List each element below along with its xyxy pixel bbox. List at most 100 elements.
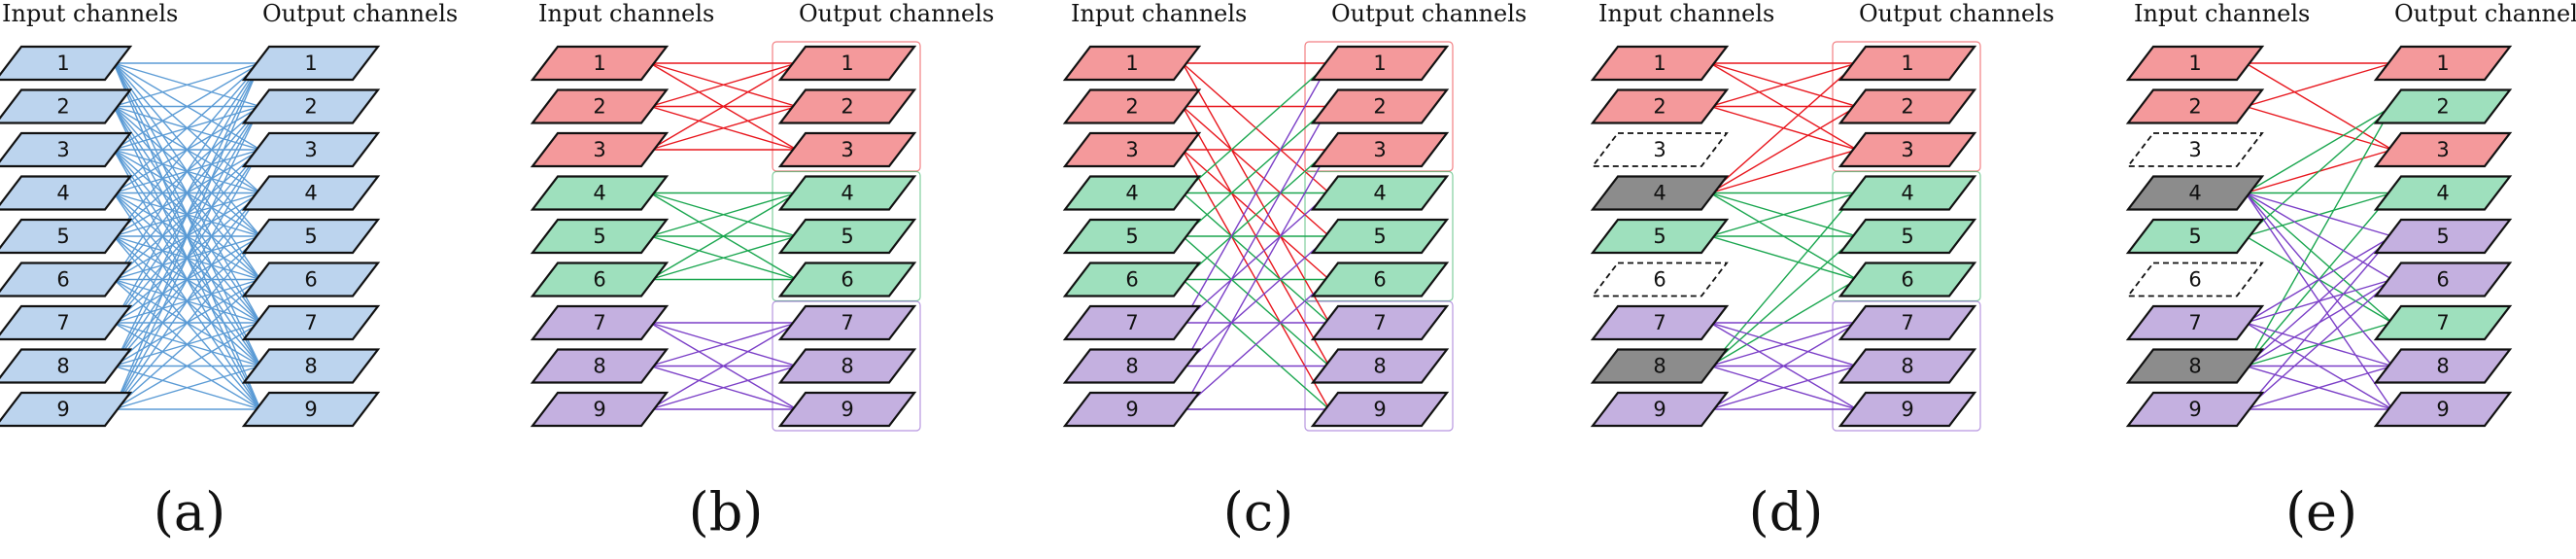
connection-line [2245,365,2393,410]
output-channel-label: 6 [1901,268,1913,292]
input-channel-label: 9 [56,398,69,421]
output-channel-label: 5 [1373,225,1386,248]
input-channel-label: 5 [56,225,69,248]
connection-line [2245,192,2393,324]
connection-line [2245,62,2393,151]
output-channel-3 [777,131,917,168]
input-channel-6 [1591,262,1729,297]
output-channel-label: 9 [1901,398,1913,421]
output-channel-label: 3 [304,138,317,161]
panel-caption: (c) [1223,481,1293,542]
connection-line [2245,192,2393,281]
input-channel-label: 3 [593,138,605,161]
input-channel-6 [1062,262,1202,297]
output-channel-5 [2373,218,2513,255]
output-channels-header: Output channels [1331,0,1527,27]
input-channel-4 [0,175,133,211]
connection-lines [1182,62,1330,410]
input-channel-7 [530,304,670,341]
output-channel-label: 7 [1901,311,1913,334]
input-channels-header: Input channels [538,0,714,27]
output-channel-3 [241,131,381,168]
output-channel-7 [777,304,917,341]
output-channel-8 [777,348,917,384]
input-channel-9 [2125,391,2265,428]
input-channel-label: 4 [593,182,605,205]
input-channel-7 [1062,304,1202,341]
output-channel-label: 7 [841,311,853,334]
input-channel-2 [1062,88,1202,124]
connection-line [649,322,798,410]
connection-line [1709,149,1858,194]
panel-caption: (e) [2285,481,2357,542]
connection-line [1182,62,1330,194]
input-channel-label: 1 [593,52,605,75]
connection-line [113,62,261,151]
output-channel-label: 7 [1373,311,1386,334]
input-channel-4 [1590,175,1730,211]
input-channel-6 [2126,262,2264,297]
output-channel-label: 9 [304,398,317,421]
connection-line [113,62,261,194]
input-channel-label: 6 [56,268,69,292]
output-channel-label: 4 [1373,182,1386,205]
connection-line [1182,278,1330,410]
input-channels-header: Input channels [2,0,178,27]
input-channel-label: 6 [1125,268,1138,292]
output-channel-1 [1310,45,1450,82]
input-channel-label: 6 [593,268,605,292]
input-channel-8 [530,348,670,384]
connection-lines [1709,62,1858,410]
connection-line [113,106,261,410]
input-channel-label: 5 [593,225,605,248]
output-channel-7 [241,304,381,341]
connection-line [649,192,798,281]
output-channel-label: 2 [1901,95,1913,119]
input-channel-label: 1 [2188,52,2201,75]
input-channel-7 [0,304,133,341]
connection-line [649,105,798,151]
output-channel-2 [1838,88,1977,124]
input-channel-label: 6 [2188,268,2201,292]
input-channel-2 [0,88,133,124]
output-channels-header: Output channels [799,0,994,27]
output-channels-header: Output channels [262,0,458,27]
input-channel-label: 8 [2188,355,2201,378]
input-channel-8 [1590,348,1730,384]
connection-line [649,365,798,410]
connection-line [1182,235,1330,367]
output-channel-3 [1838,131,1977,168]
connection-line [113,62,261,367]
output-channel-2 [1310,88,1450,124]
input-channel-4 [1062,175,1202,211]
input-channel-9 [1590,391,1730,428]
output-channel-label: 1 [1373,52,1386,75]
output-channel-4 [777,175,917,211]
connection-line [1709,322,1858,410]
output-channel-label: 8 [1373,355,1386,378]
output-channel-label: 6 [1373,268,1386,292]
output-channel-label: 9 [841,398,853,421]
output-channel-6 [1838,262,1977,297]
connection-lines [2245,62,2393,410]
connection-line [113,365,261,410]
connection-line [113,62,261,237]
output-channel-3 [2373,131,2513,168]
input-channel-label: 9 [2188,398,2201,421]
output-channel-label: 4 [841,182,853,205]
connection-line [113,322,261,410]
output-channel-label: 8 [841,355,853,378]
output-channel-label: 8 [304,355,317,378]
output-channel-label: 4 [2436,182,2449,205]
input-channel-2 [2125,88,2265,124]
connection-line [2245,235,2393,324]
input-channel-label: 1 [1653,52,1666,75]
input-channel-5 [0,218,133,255]
output-channel-label: 4 [1901,182,1913,205]
output-channel-label: 8 [2436,355,2449,378]
output-channel-8 [241,348,381,384]
input-channel-2 [1590,88,1730,124]
